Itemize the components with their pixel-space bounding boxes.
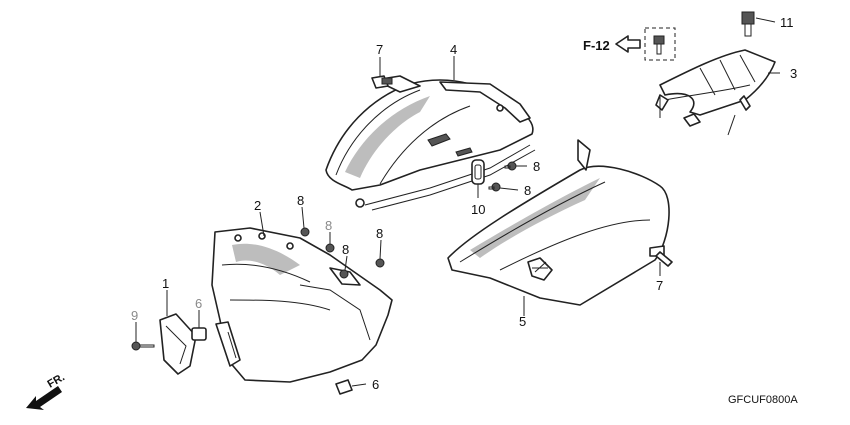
- callout-8-upper-2: 8: [524, 183, 531, 198]
- callout-6-left: 6: [195, 296, 202, 311]
- callout-10: 10: [471, 202, 485, 217]
- callout-4: 4: [450, 42, 457, 57]
- callout-11: 11: [780, 15, 794, 30]
- clip-7-left: [371, 75, 393, 89]
- front-direction-label: FR.: [46, 371, 67, 390]
- callout-6-bottom: 6: [372, 377, 379, 392]
- grommet-10: [471, 159, 485, 185]
- screw-8-upper-1: [504, 161, 517, 171]
- callout-7-right: 7: [656, 278, 663, 293]
- leader-lines: [135, 17, 780, 387]
- callout-8-lower-2: 8: [325, 218, 332, 233]
- callout-8-upper-1: 8: [533, 159, 540, 174]
- callout-2: 2: [254, 198, 261, 213]
- callout-8-lower-3: 8: [342, 242, 349, 257]
- part-3-grab-rail: [655, 49, 776, 136]
- reference-label: F-12: [583, 38, 610, 53]
- part-2-left-side-cover: [211, 227, 393, 383]
- callout-7-left: 7: [376, 42, 383, 57]
- part-1-lid: [159, 313, 197, 375]
- callout-8-lower-1: 8: [297, 193, 304, 208]
- bolt-11: [741, 11, 755, 37]
- diagram-code: GFCUF0800A: [728, 394, 798, 406]
- part-4-rear-upper-cover: [325, 75, 536, 211]
- callout-5: 5: [519, 314, 526, 329]
- screw-8-lower-1: [300, 227, 310, 237]
- screw-8-lower-4: [375, 258, 385, 268]
- screw-8-lower-3: [339, 269, 349, 279]
- clip-7-right: [649, 245, 673, 267]
- callout-9: 9: [131, 308, 138, 323]
- reference-detail-box: [644, 27, 676, 61]
- callout-1: 1: [162, 276, 169, 291]
- screw-9: [131, 341, 155, 351]
- screw-8-upper-2: [488, 182, 501, 192]
- front-direction-arrow: [26, 386, 62, 410]
- nut-6-bottom: [335, 379, 353, 395]
- reference-arrow: [615, 35, 641, 53]
- collar-6-left: [191, 327, 207, 341]
- screw-8-lower-2: [325, 243, 335, 253]
- callout-3: 3: [790, 66, 797, 81]
- callout-8-lower-4: 8: [376, 226, 383, 241]
